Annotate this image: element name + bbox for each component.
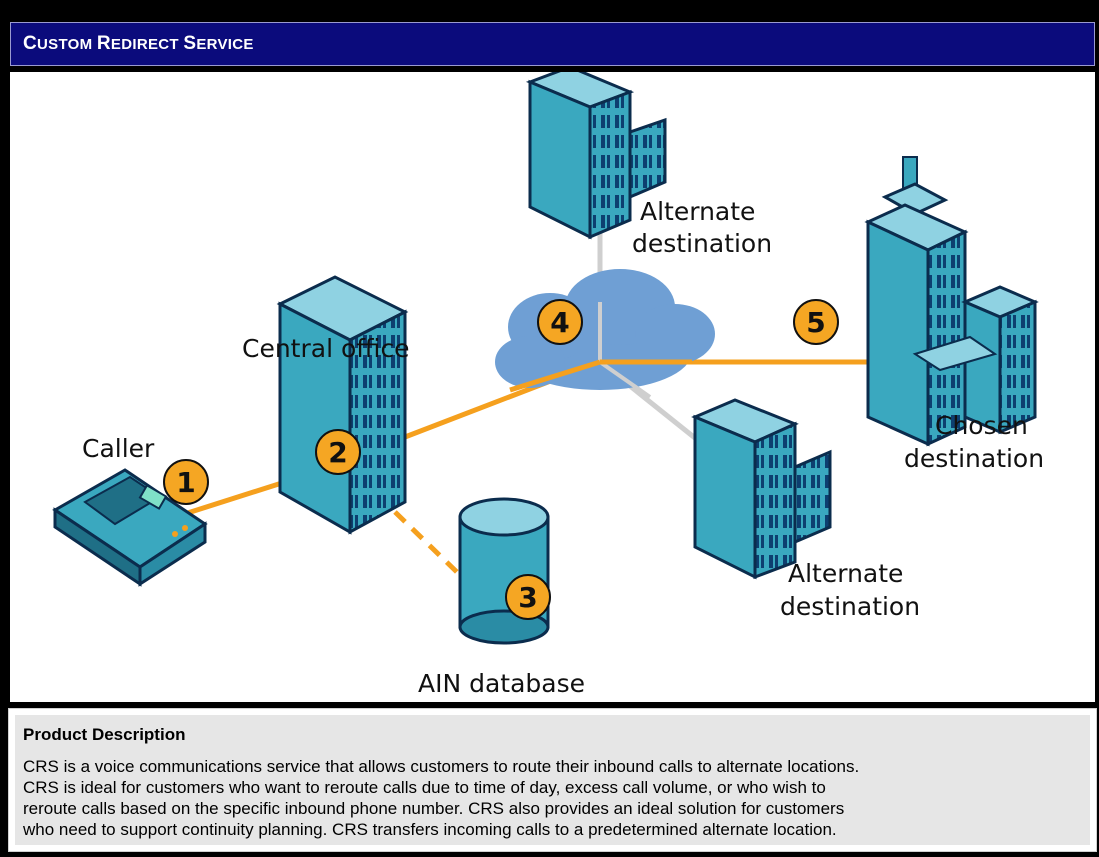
product-description-heading: Product Description (23, 725, 186, 744)
svg-text:5: 5 (806, 306, 825, 339)
description-line: who need to support continuity planning.… (23, 820, 837, 839)
alternate-destination-top-building (525, 72, 667, 240)
product-description-panel: Product Description CRS is a voice commu… (8, 708, 1097, 852)
svg-text:4: 4 (550, 306, 569, 339)
svg-text:3: 3 (518, 581, 537, 614)
network-cloud (495, 269, 715, 399)
description-line: reroute calls based on the specific inbo… (23, 799, 845, 818)
network-diagram: 1 2 3 4 5 Caller Central office AIN data… (52, 72, 1044, 698)
central-office-building (276, 275, 409, 535)
step-badge-5: 5 (793, 299, 839, 345)
description-line: CRS is ideal for customers who want to r… (23, 778, 826, 797)
database-cylinder (458, 497, 550, 645)
step-badge-3: 3 (505, 574, 551, 620)
description-line: CRS is a voice communications service th… (23, 757, 860, 776)
label-chosen-line1: Chosen (935, 411, 1028, 440)
svg-text:1: 1 (176, 466, 195, 499)
title-bar: CUSTOM REDIRECT SERVICE (10, 22, 1095, 66)
label-alternate-top-line1: Alternate (640, 197, 755, 226)
label-ain-database: AIN database (418, 669, 585, 698)
line-office-database (393, 510, 464, 579)
page-title: CUSTOM REDIRECT SERVICE (23, 33, 254, 54)
product-description-text: CRS is a voice communications service th… (23, 756, 1085, 840)
alternate-destination-bottom-building (691, 398, 832, 580)
svg-text:2: 2 (328, 436, 347, 469)
chosen-destination-building (864, 156, 1039, 447)
label-alternate-bottom-line1: Alternate (788, 559, 903, 588)
label-alternate-bottom-line2: destination (780, 592, 920, 621)
label-central-office: Central office (242, 334, 410, 363)
step-badge-1: 1 (163, 459, 209, 505)
label-alternate-top-line2: destination (632, 229, 772, 258)
line-caller-office (174, 479, 286, 520)
label-caller: Caller (82, 434, 155, 463)
step-badge-4: 4 (537, 299, 583, 345)
diagram-panel: 1 2 3 4 5 Caller Central office AIN data… (10, 72, 1095, 702)
step-badge-2: 2 (315, 429, 361, 475)
product-description-box: Product Description CRS is a voice commu… (15, 715, 1090, 845)
label-chosen-line2: destination (904, 444, 1044, 473)
telephone-icon (52, 468, 208, 587)
